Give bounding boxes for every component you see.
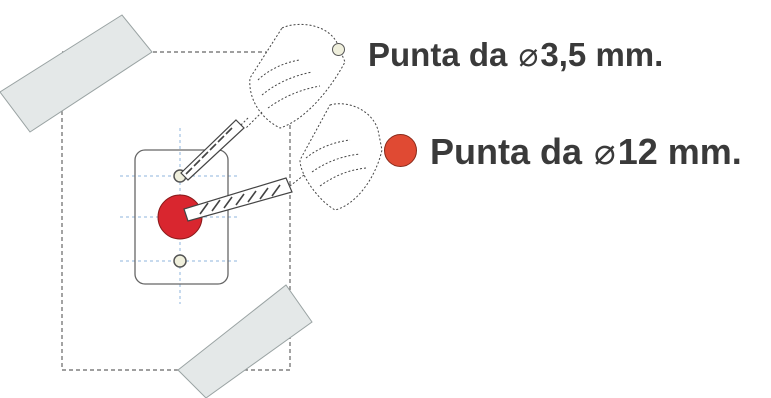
legend-small-prefix: Punta da (368, 36, 508, 73)
legend-large-prefix: Punta da (430, 131, 583, 172)
drill-small-bit (180, 23, 346, 181)
legend-large-value: 12 mm. (617, 131, 742, 172)
legend-small-value: 3,5 mm. (540, 36, 664, 73)
legend-label-small: Punta da ⌀3,5 mm. (368, 38, 663, 71)
small-drill-bit-dot (332, 43, 345, 56)
plate-outline (134, 149, 229, 285)
large-drill-bit-dot (384, 134, 417, 167)
wall-panel-outline (61, 51, 291, 371)
small-hole-bottom (173, 254, 187, 268)
legend-label-large: Punta da ⌀12 mm. (430, 134, 742, 170)
masking-tape-bottom (177, 284, 313, 398)
diameter-symbol: ⌀ (594, 131, 616, 172)
masking-tape-top (0, 14, 153, 133)
diameter-symbol: ⌀ (518, 36, 539, 73)
drill-large-bit (183, 103, 383, 222)
